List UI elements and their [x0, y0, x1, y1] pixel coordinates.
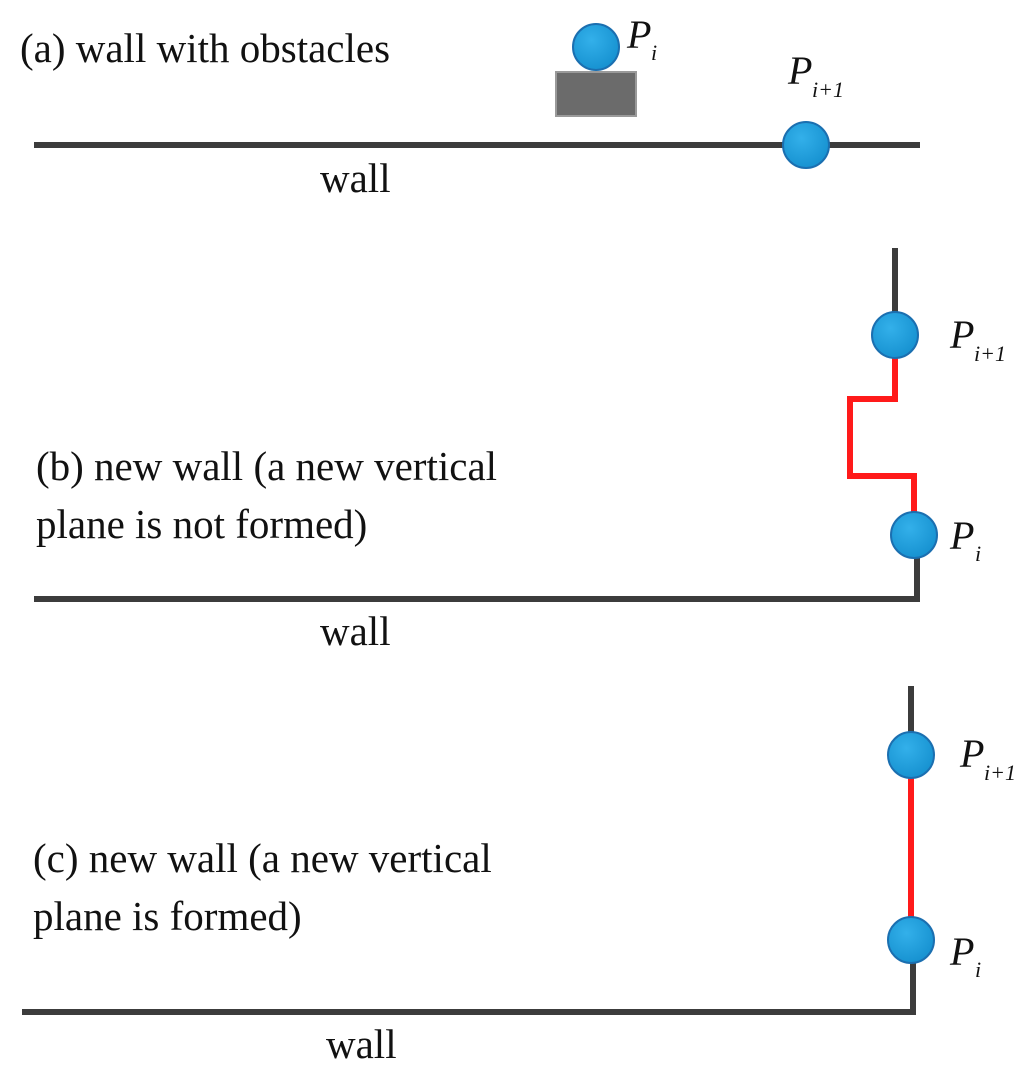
panel-a: (a) wall with obstacles P i P i+1 wall — [20, 12, 920, 201]
wall-line — [22, 940, 916, 1015]
new-wall-stepped — [847, 335, 917, 535]
point-p-i — [572, 23, 620, 71]
label-p-i1-subscript: i+1 — [984, 760, 1016, 785]
point-p-i — [890, 511, 938, 559]
point-p-i1 — [871, 311, 919, 359]
label-p-i: P — [626, 12, 651, 57]
panel-c-caption-line2: plane is formed) — [33, 893, 302, 939]
label-p-i-subscript: i — [651, 40, 657, 65]
panel-b: P i+1 P i (b) new wall (a new vertical p… — [34, 248, 1006, 654]
panel-c-wall-label: wall — [326, 1021, 397, 1067]
label-p-i1: P — [787, 48, 812, 93]
label-p-i-subscript: i — [975, 541, 981, 566]
label-p-i: P — [949, 929, 974, 974]
panel-c-caption-line1: (c) new wall (a new vertical — [33, 835, 492, 881]
panel-a-wall-label: wall — [320, 155, 391, 201]
panel-b-caption-line1: (b) new wall (a new vertical — [36, 443, 497, 489]
panel-b-caption-line2: plane is not formed) — [36, 501, 367, 547]
obstacle — [555, 71, 637, 117]
label-p-i1-subscript: i+1 — [974, 341, 1006, 366]
label-p-i1: P — [959, 731, 984, 776]
point-p-i1 — [887, 731, 935, 779]
label-p-i-subscript: i — [975, 957, 981, 982]
panel-c: P i+1 P i (c) new wall (a new vertical p… — [22, 686, 1016, 1067]
point-p-i — [887, 916, 935, 964]
label-p-i1-subscript: i+1 — [812, 77, 844, 102]
label-p-i1: P — [949, 312, 974, 357]
label-p-i: P — [949, 513, 974, 558]
panel-b-wall-label: wall — [320, 608, 391, 654]
panel-a-caption: (a) wall with obstacles — [20, 25, 390, 71]
point-p-i1 — [782, 121, 830, 169]
